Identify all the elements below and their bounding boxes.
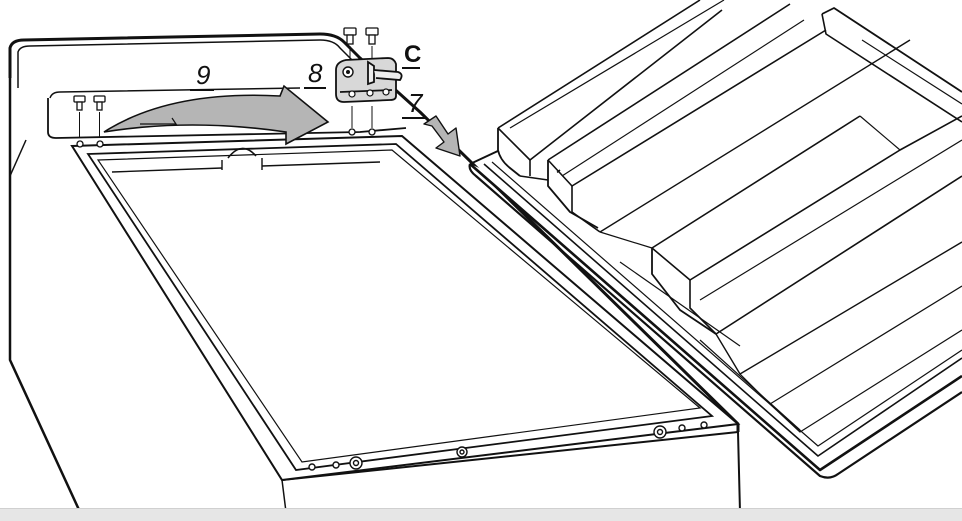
label-step-9: 9 [196,60,210,90]
door-removal-arrow [423,115,461,157]
step-labels: C 8 9 7 [190,41,426,119]
label-c: C [404,41,421,68]
hinge-screws [343,27,379,128]
freezer-opening-frame [70,134,741,482]
move-hinge-arrow [103,84,330,146]
left-screws [73,95,106,138]
label-step-8: 8 [308,58,323,88]
freezer-door [468,0,962,479]
bottom-strip [0,508,962,521]
left-hinge-holes [76,128,376,148]
front-screw-holes [308,421,708,471]
label-step-7: 7 [408,88,424,118]
hinge-bracket-icon [335,57,403,103]
